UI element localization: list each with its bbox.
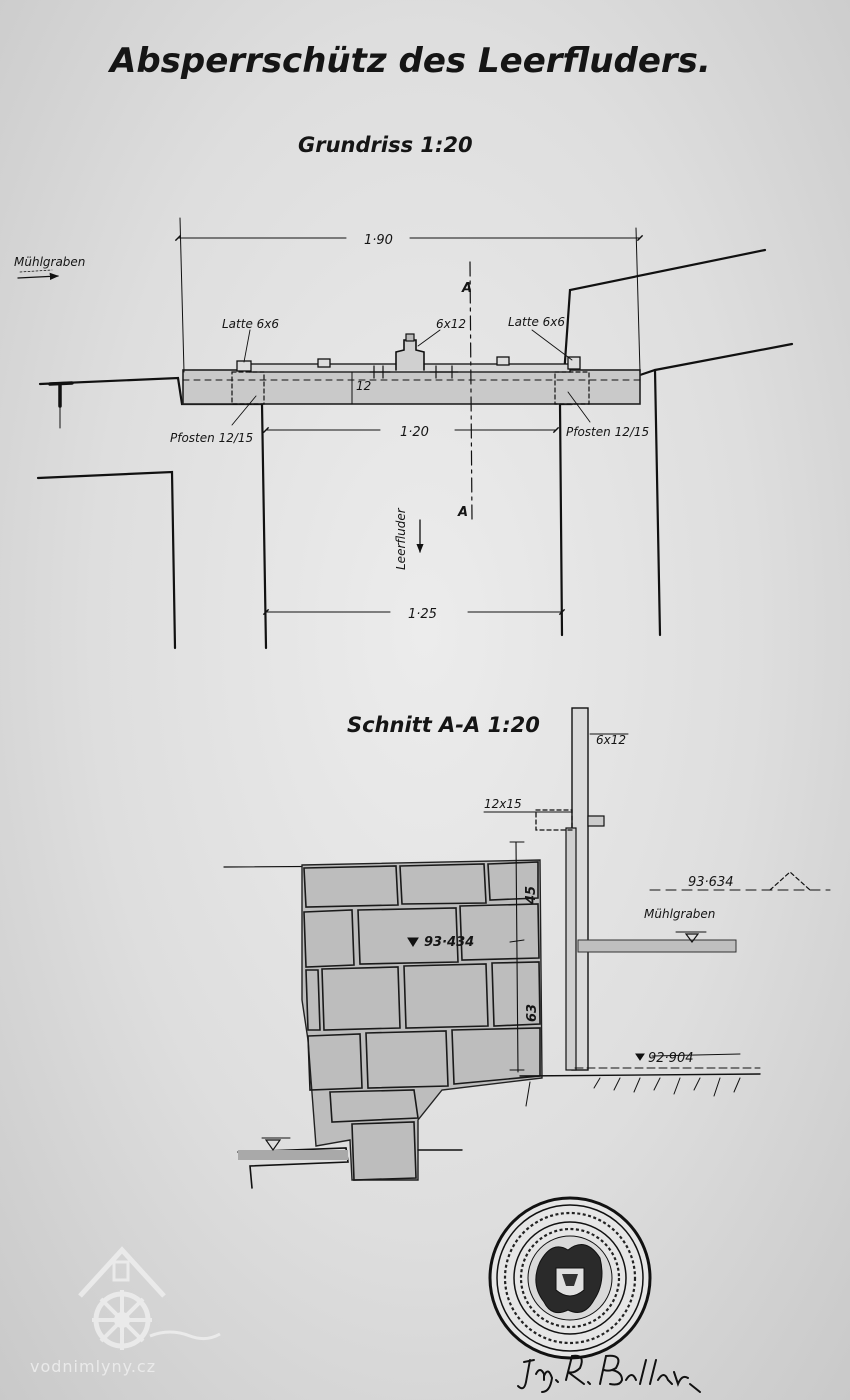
latte-block-2	[496, 356, 510, 366]
post-left-label: Pfosten 12/15	[170, 431, 253, 445]
level-mid: 93·434	[424, 935, 474, 950]
plan-flow-label: Mühlgraben	[14, 255, 85, 269]
section-mark-top: A	[461, 281, 472, 296]
watermark-logo	[78, 1246, 221, 1350]
level-mark-mid	[407, 937, 419, 947]
lower-ground	[237, 1147, 349, 1189]
t-post-mark	[48, 381, 74, 408]
masonry-wall	[301, 859, 543, 1181]
level-top: 93·634	[688, 875, 734, 890]
channel-right-wall	[558, 402, 564, 637]
gate-board-section	[565, 827, 577, 1071]
dim-overall: 1·90	[364, 233, 393, 248]
channel-water	[577, 939, 737, 953]
flow-arrow-left	[17, 272, 59, 281]
latte-right	[567, 356, 581, 370]
board-label: 6x12	[436, 317, 466, 331]
level-bottom: 92·904	[648, 1051, 694, 1066]
latte-right-label: Latte 6x6	[508, 315, 565, 329]
dim-opening: 1·20	[400, 425, 429, 440]
latte-left-label: Latte 6x6	[222, 317, 279, 331]
watermark-text: vodnimlyny.cz	[30, 1357, 156, 1376]
post-left	[231, 371, 265, 405]
section-channel-label: Mühlgraben	[644, 907, 715, 921]
section-line-a	[469, 261, 473, 521]
dim-lower: 63	[525, 1004, 540, 1022]
channel-left-wall	[260, 402, 268, 650]
plan-heading: Grundriss 1:20	[298, 133, 473, 157]
latte-left	[236, 360, 252, 372]
right-far-wall	[638, 342, 794, 377]
section-view	[223, 707, 831, 1189]
bolt-head	[587, 815, 605, 827]
channel-bed	[519, 1073, 761, 1077]
vertical-dimension	[515, 841, 519, 1073]
right-lower-wall	[653, 368, 662, 637]
bolts	[369, 365, 459, 379]
thickness-label: 12	[356, 379, 371, 393]
beam	[535, 809, 573, 831]
latte-block-1	[317, 358, 331, 368]
dim-channel: 1·25	[408, 607, 437, 622]
plan-view	[17, 217, 794, 650]
ground-hatching	[525, 1077, 741, 1107]
gate-sill	[182, 369, 641, 405]
signature	[517, 1354, 701, 1393]
dim-upper: 45	[524, 886, 539, 905]
section-heading: Schnitt A-A 1:20	[347, 713, 540, 737]
level-mark-channel	[684, 933, 700, 943]
post-right-label: Pfosten 12/15	[566, 425, 649, 439]
engineer-stamp	[488, 1196, 652, 1360]
post-right	[554, 371, 590, 405]
masonry-stones	[303, 861, 541, 1181]
section-board-label: 6x12	[596, 733, 626, 747]
section-mark-bottom: A	[457, 505, 468, 520]
left-lower-wall	[36, 470, 177, 650]
drawing-title: Absperrschütz des Leerfluders.	[107, 41, 711, 81]
channel-label: Leerfluder	[394, 507, 408, 570]
section-beam-label: 12x15	[484, 797, 522, 811]
level-mark-bottom	[635, 1053, 645, 1061]
